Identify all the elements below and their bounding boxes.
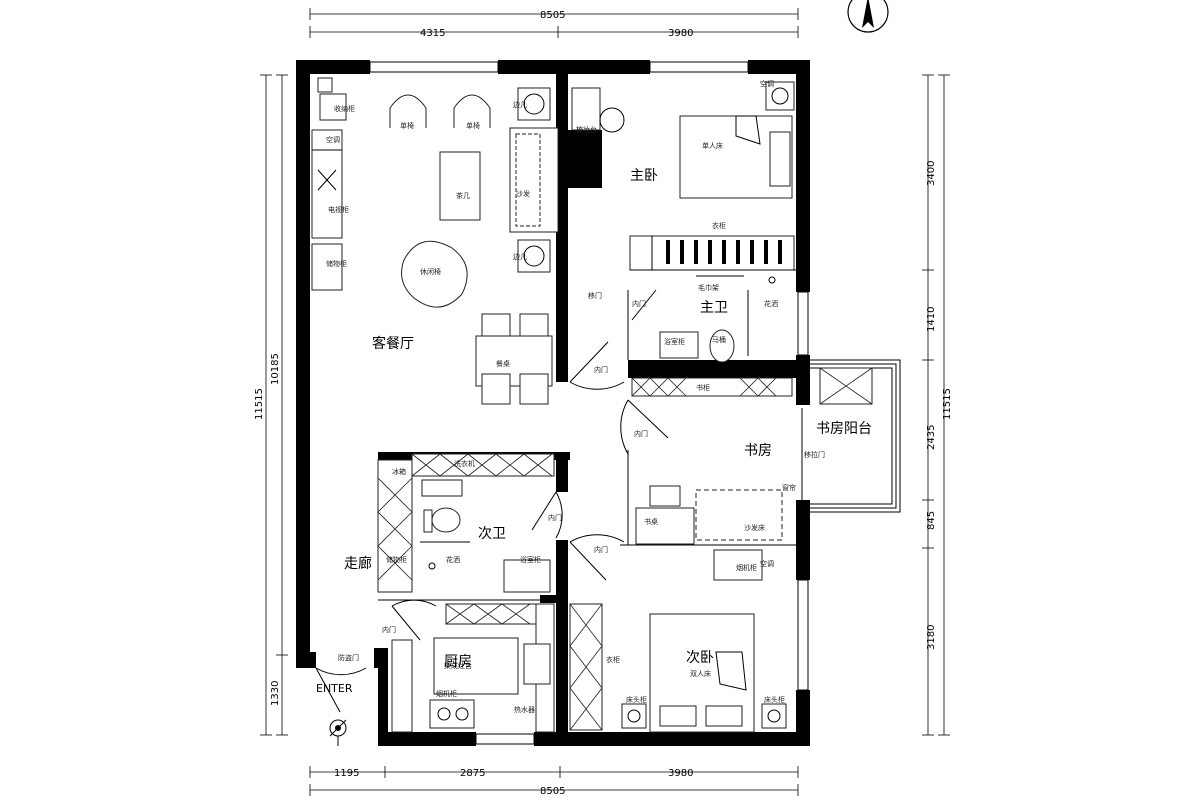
label-laundry: 洗衣机 [454,459,475,468]
master-bedroom-furniture: 梳妆台 单人床 空调 衣柜 [571,79,796,271]
label-storage-cabinet: 储物柜 [326,259,347,268]
master-bath-furniture: 毛巾架 花洒 马桶 浴室柜 书柜 [631,275,793,397]
second-bath-furniture: 冰箱 洗衣机 花洒 浴室柜 储物柜 [377,453,555,593]
label-integrated-stove: 集成灶台 [444,661,472,670]
label-sliding-door-study: 移拉门 [804,450,825,459]
label-aircon-1: 空调 [326,135,340,144]
label-sliding-door: 移门 [588,291,602,300]
room-kitchen: 厨房 [444,654,472,670]
interior-walls [298,60,798,746]
label-washbasin-2: 浴室柜 [520,555,541,564]
outer-walls [296,60,810,746]
dim-bottom-a: 1195 [334,768,359,779]
dim-right-e: 3180 [926,625,937,650]
label-queen-bed: 单人床 [702,141,723,150]
room-master-bath: 主卫 [700,300,728,316]
dim-bottom-total: 8505 [540,786,565,797]
label-dresser: 梳妆台 [576,125,597,134]
label-wardrobe-2: 衣柜 [606,655,620,664]
label-leisure-chair: 休闲椅 [420,267,441,276]
label-curtain: 窗帘 [782,483,796,492]
label-door-inner-5: 内门 [594,545,608,554]
label-basin-1: 浴室柜 [664,337,685,346]
room-master-bedroom: 主卧 [630,168,658,184]
label-single-chair-1: 单椅 [400,121,414,130]
label-door-inner-4: 内门 [548,513,562,522]
label-fridge: 冰箱 [392,467,406,476]
dim-right-b: 1410 [926,307,937,332]
dim-right-c: 2435 [926,425,937,450]
label-water-heater: 热水器 [514,705,535,714]
label-dining-table: 餐桌 [496,359,510,368]
label-entry-door: 防盗门 [338,653,359,662]
label-storage-cabinet-2: 储物柜 [386,555,407,564]
label-shower-2: 花洒 [446,555,460,564]
label-enter: ENTER [316,682,353,695]
label-door-inner-3: 内门 [632,299,646,308]
label-nightstand-1: 床头柜 [626,695,647,704]
label-aircon-3: 空调 [760,559,774,568]
dim-top-right: 3980 [668,28,693,39]
label-door-inner-2: 内门 [634,429,648,438]
label-door-inner-1: 内门 [594,365,608,374]
dim-left-inner-b: 1330 [270,681,281,706]
north-arrow-icon [847,0,889,33]
label-nightstand-2: 床头柜 [764,695,785,704]
dim-right-outer: 11515 [942,388,953,420]
label-desk: 书桌 [644,517,658,526]
label-sofa-bed: 沙发床 [744,523,765,532]
dim-left-inner-a: 10185 [270,353,281,385]
top-dimensions: 8505 4315 3980 [309,8,799,39]
room-second-bedroom: 次卧 [686,650,714,666]
right-dimensions: 3400 1410 2435 845 3180 11515 [922,74,953,736]
label-shoe-cabinet: 收纳柜 [334,104,355,113]
room-living-dining: 客餐厅 [372,335,414,352]
room-corridor: 走廊 [344,555,372,572]
dim-bottom-c: 3980 [668,768,693,779]
label-hood: 烟机柜 [436,689,457,698]
room-study: 书房 [744,443,772,459]
bottom-dimensions: 1195 2875 3980 8505 [309,766,799,797]
living-room-furniture: 收纳柜 空调 电视柜 储物柜 单椅 单椅 茶几 沙发 边几 边几 休闲椅 餐桌 [311,77,559,405]
label-toilet-1: 马桶 [712,335,726,344]
room-second-bath: 次卫 [478,526,506,542]
entrance-marker: ENTER [316,682,353,746]
dim-bottom-b: 2875 [460,768,485,779]
label-side-table-1: 边几 [513,100,527,109]
label-shower-1: 花洒 [764,299,778,308]
label-sofa: 沙发 [516,189,530,198]
label-door-inner-6: 内门 [382,625,396,634]
study-balcony [810,359,901,513]
dim-top-total: 8505 [540,10,565,21]
dim-right-d: 845 [926,511,937,530]
study-furniture: 书桌 沙发床 窗帘 移拉门 烟机柜 [635,408,825,581]
left-dimensions: 11515 10185 1330 [254,74,288,736]
label-double-bed: 双人床 [690,669,711,678]
label-hanger: 烟机柜 [736,563,757,572]
dim-right-a: 3400 [926,161,937,186]
label-side-table-2: 边几 [513,252,527,261]
room-labels: 客餐厅 主卧 主卫 书房 书房阳台 次卫 走廊 厨房 次卧 [344,168,872,670]
second-bedroom-furniture: 衣柜 双人床 床头柜 床头柜 空调 [569,559,787,733]
label-tv-cabinet: 电视柜 [328,205,349,214]
label-aircon-2: 空调 [760,79,774,88]
doors: 内门 内门 内门 内门 内门 内门 防盗门 移门 [315,289,669,713]
label-towel-rack: 毛巾架 [698,283,719,292]
label-coffee-table: 茶几 [456,191,470,200]
kitchen-furniture: 集成灶台 烟机柜 热水器 [391,603,555,733]
label-wardrobe-1: 衣柜 [712,221,726,230]
label-bookcase: 书柜 [696,383,710,392]
dim-left-outer: 11515 [254,388,265,420]
dim-top-left: 4315 [420,28,445,39]
room-study-balcony: 书房阳台 [816,421,872,437]
label-single-chair-2: 单椅 [466,121,480,130]
